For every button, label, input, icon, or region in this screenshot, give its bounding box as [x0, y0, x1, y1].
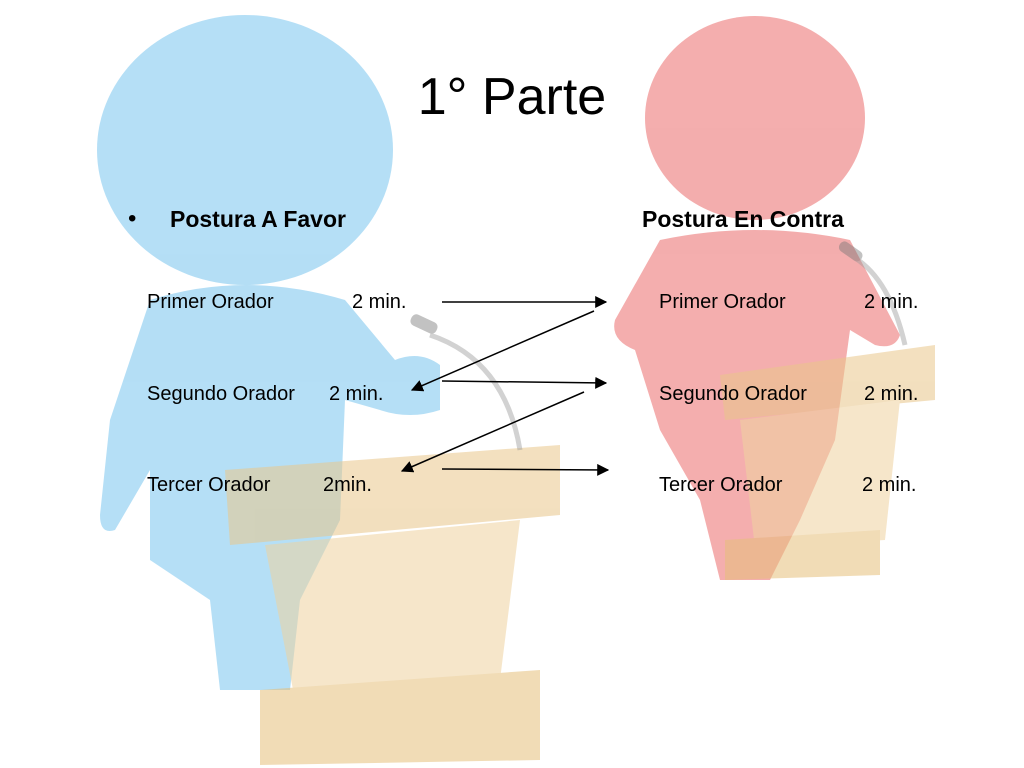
- slide-title: 1° Parte: [417, 68, 607, 126]
- contra-speaker-3-name: Tercer Orador: [659, 474, 783, 496]
- favor-heading: Postura A Favor: [170, 206, 346, 232]
- favor-speaker-1-name: Primer Orador: [147, 291, 274, 313]
- favor-speaker-1-time: 2 min.: [352, 291, 407, 313]
- favor-speaker-2-name: Segundo Orador: [147, 383, 295, 405]
- contra-heading: Postura En Contra: [642, 206, 844, 232]
- favor-speaker-3-time: 2min.: [323, 474, 372, 496]
- favor-speaker-2-time: 2 min.: [329, 383, 384, 405]
- contra-speaker-2-name: Segundo Orador: [659, 383, 807, 405]
- favor-speaker-3-name: Tercer Orador: [147, 474, 271, 496]
- contra-speaker-1-name: Primer Orador: [659, 291, 786, 313]
- podium-icon: [225, 345, 935, 765]
- bullet-marker: •: [128, 205, 137, 232]
- contra-speaker-3-time: 2 min.: [862, 474, 917, 496]
- contra-speaker-1-time: 2 min.: [864, 291, 919, 313]
- contra-speaker-2-time: 2 min.: [864, 383, 919, 405]
